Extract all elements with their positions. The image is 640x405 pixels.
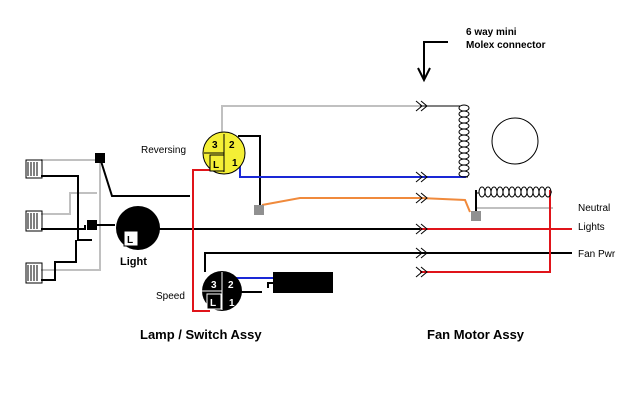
neutral-label: Neutral bbox=[578, 203, 610, 214]
molex-connector bbox=[415, 100, 428, 278]
speed-pin-3: 3 bbox=[211, 280, 217, 291]
motor-horizontal-coil bbox=[475, 186, 552, 198]
lights-label: Lights bbox=[578, 222, 605, 233]
junction-motor bbox=[471, 211, 481, 221]
lamp-switch-assy-title: Lamp / Switch Assy bbox=[140, 327, 262, 342]
black-wire-lamp-bot bbox=[41, 240, 77, 281]
reversing-pin-3: 3 bbox=[212, 140, 218, 151]
reversing-label: Reversing bbox=[141, 145, 186, 156]
light-label: Light bbox=[120, 256, 147, 268]
black-wire-fanpwr bbox=[204, 252, 420, 272]
motor-rotor-icon bbox=[491, 117, 539, 165]
speed-pin-l: L bbox=[210, 298, 216, 309]
reversing-switch: 3 2 L 1 bbox=[202, 131, 246, 175]
speed-switch: 3 2 L 1 bbox=[202, 271, 242, 311]
lamp-socket-mid bbox=[25, 210, 43, 232]
connector-note: 6 way mini Molex connector bbox=[417, 27, 546, 83]
lamp-socket-bot bbox=[25, 262, 43, 284]
reversing-pin-2: 2 bbox=[229, 140, 235, 151]
fan-pwr-label: Fan Pwr bbox=[578, 249, 616, 260]
junction-reverse bbox=[254, 205, 264, 215]
connector-note-line1: 6 way mini bbox=[466, 27, 517, 38]
junction-box-top bbox=[95, 153, 105, 163]
light-pin-label: L bbox=[127, 235, 133, 246]
orange-wire bbox=[261, 197, 471, 213]
reversing-pin-1: 1 bbox=[232, 158, 238, 169]
speed-pin-1: 1 bbox=[229, 298, 235, 309]
motor-vertical-coil bbox=[420, 104, 470, 178]
capacitor bbox=[273, 272, 333, 293]
white-wire-reverse-to-molex bbox=[221, 105, 420, 134]
red-wire-reverse-to-speed bbox=[192, 169, 212, 312]
black-wire-lamp-mid bbox=[41, 225, 86, 230]
red-wire-speed-out bbox=[420, 190, 551, 273]
junction-box-mid bbox=[87, 220, 97, 230]
blue-wire-reverse-to-motor bbox=[239, 165, 420, 178]
black-wire-lamp-top bbox=[41, 175, 92, 241]
light-switch: L bbox=[116, 206, 160, 250]
black-wire-junction-link bbox=[99, 157, 190, 197]
connector-note-line2: Molex connector bbox=[466, 40, 546, 51]
speed-label: Speed bbox=[156, 291, 185, 302]
reversing-pin-l: L bbox=[213, 160, 219, 171]
wires bbox=[41, 105, 572, 312]
fan-motor-assy-title: Fan Motor Assy bbox=[427, 327, 525, 342]
black-wire-reverse-to-junction bbox=[238, 135, 261, 210]
lamp-socket-top bbox=[25, 159, 43, 179]
white-wire-lamp-mid bbox=[41, 192, 97, 215]
speed-pin-2: 2 bbox=[228, 280, 234, 291]
callout-arrow-icon bbox=[417, 41, 448, 83]
